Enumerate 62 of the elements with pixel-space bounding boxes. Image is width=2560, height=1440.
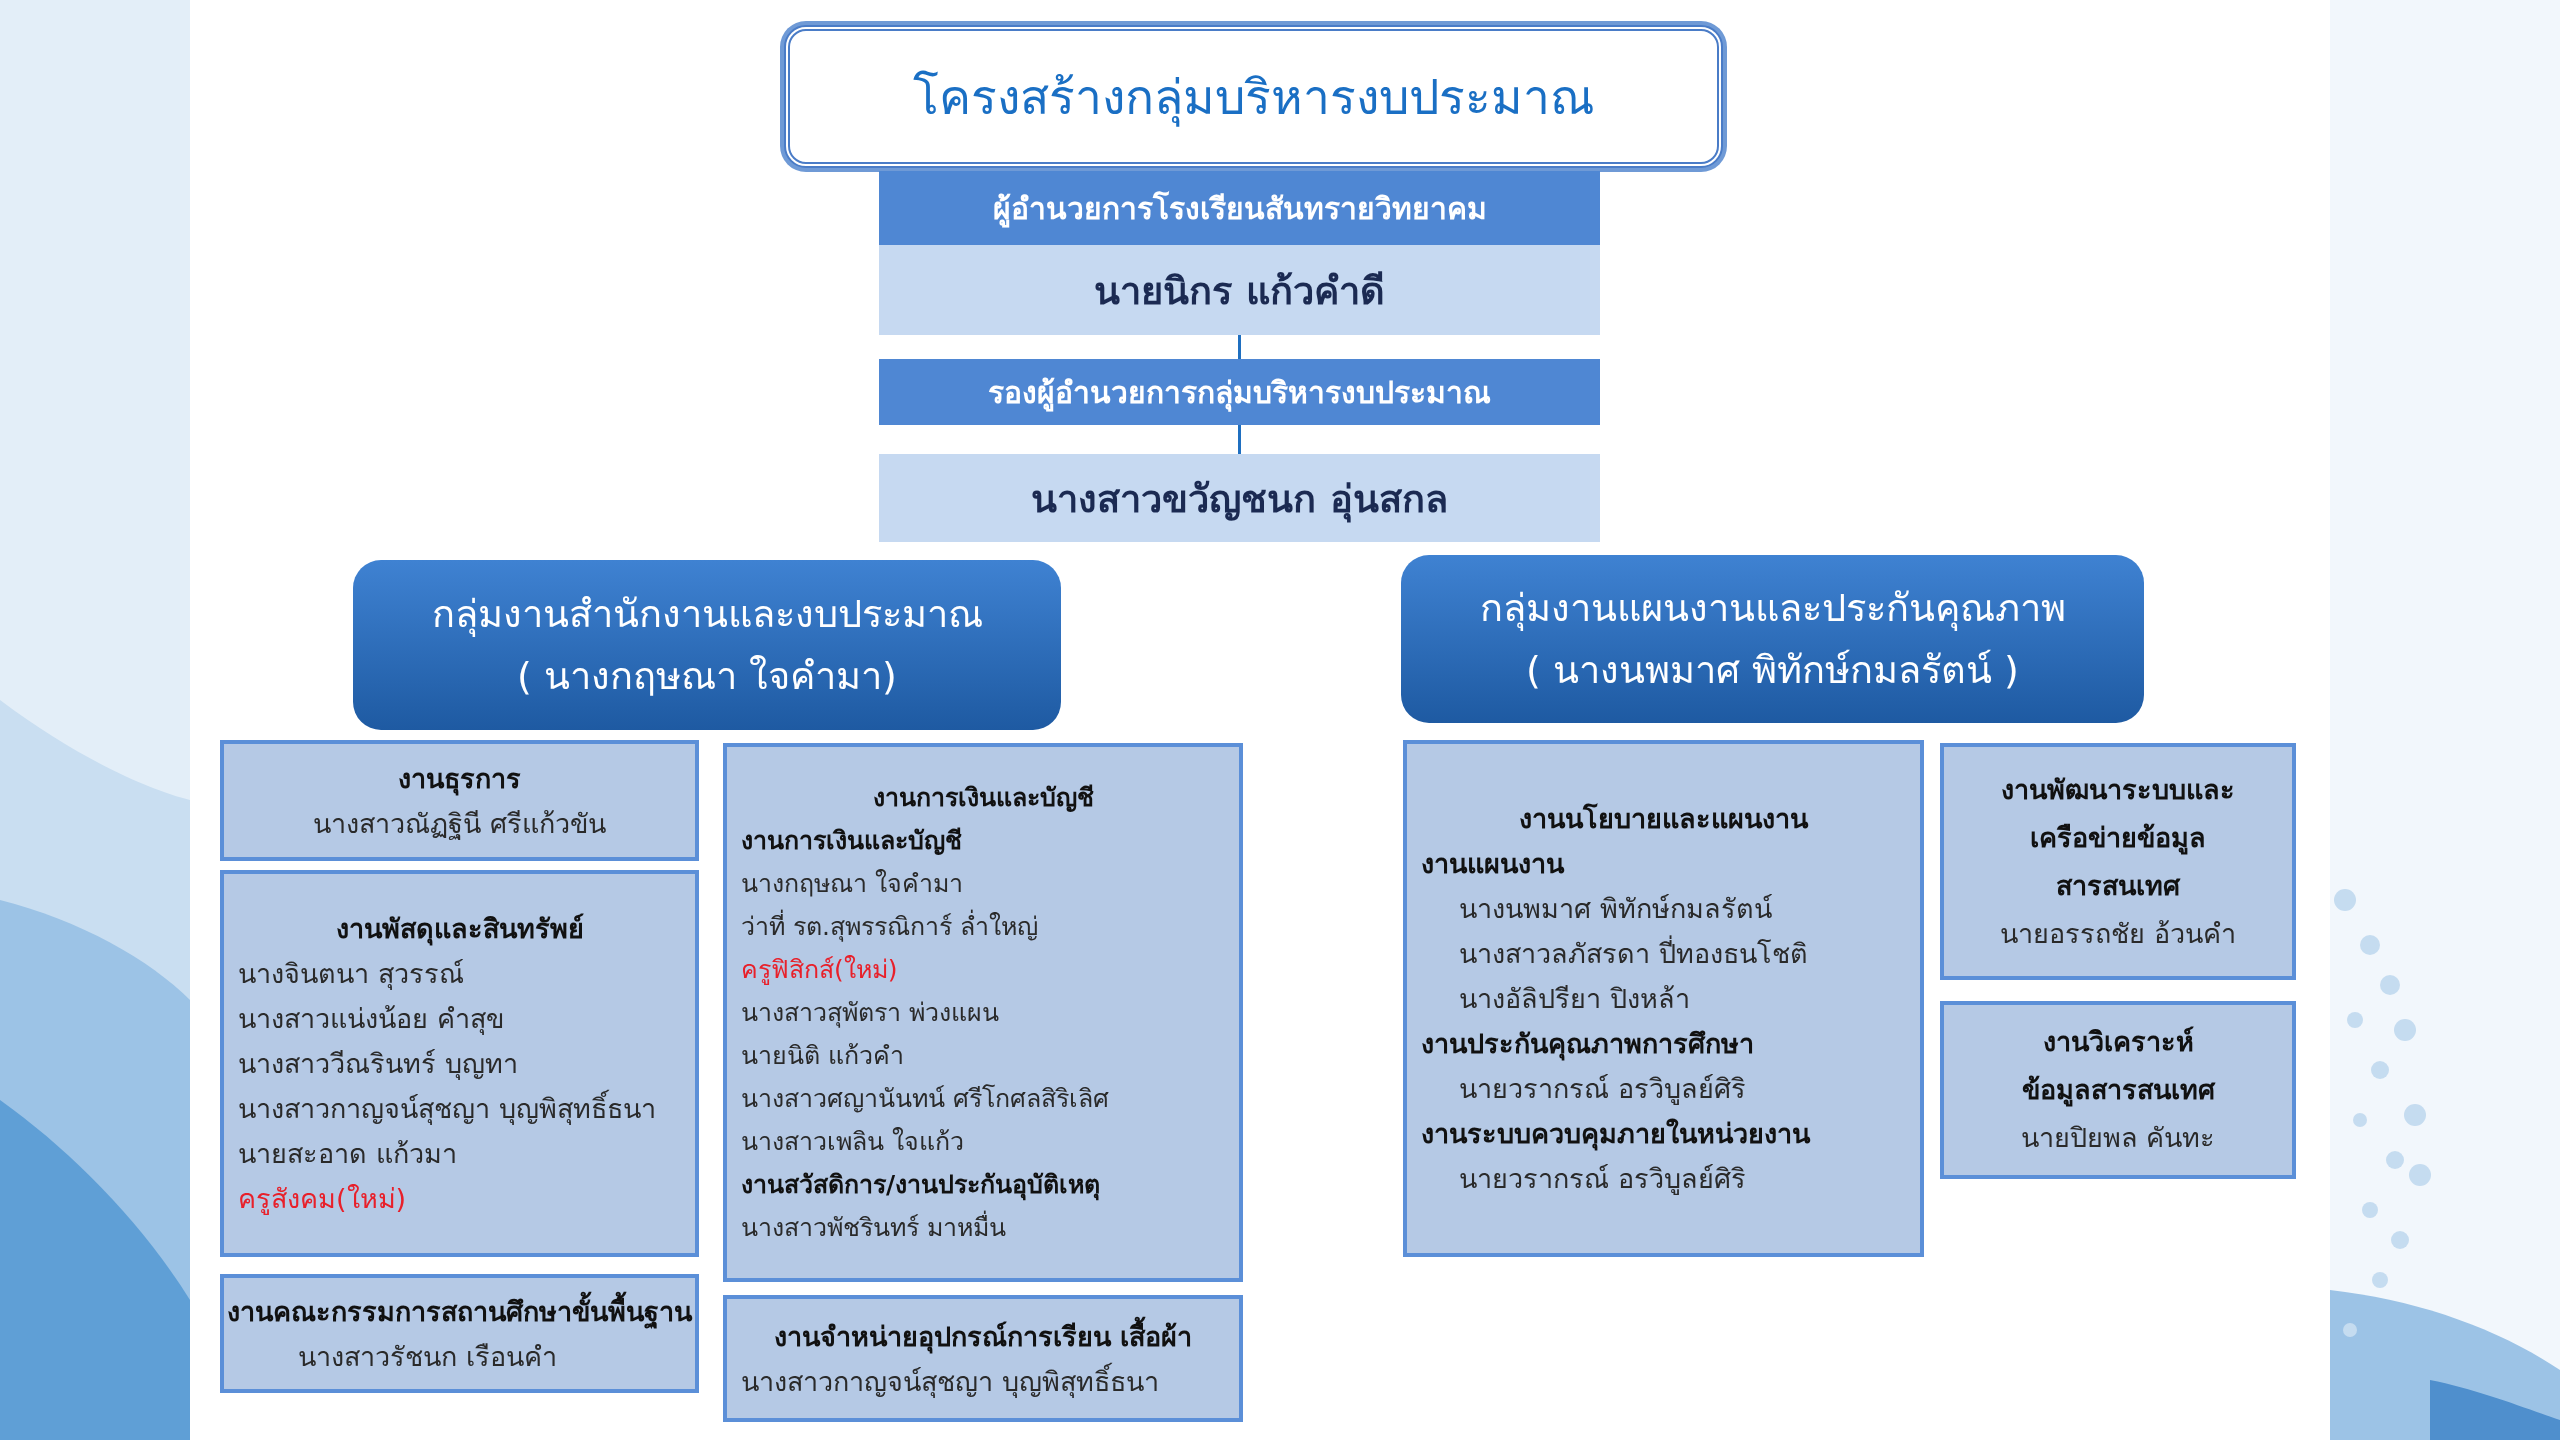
unit-box <box>220 870 699 1257</box>
diagram-title: โครงสร้างกลุ่มบริหารงบประมาณ <box>912 67 1595 129</box>
staff-name: นายวรากรณ์ อรวิบูลย์ศิริ <box>1458 1162 1747 1197</box>
unit-heading: งานการเงินและบัญชี <box>872 782 1094 814</box>
group-header <box>1401 555 2144 723</box>
position-title-bar <box>879 359 1600 425</box>
unit-box <box>1940 743 2296 980</box>
unit-heading: งานประกันคุณภาพการศึกษา <box>1421 1027 1755 1063</box>
staff-name: นางสาวเพลิน ใจแก้ว <box>741 1126 965 1158</box>
unit-heading: งานคณะกรรมการสถานศึกษาขั้นพื้นฐาน <box>227 1288 692 1334</box>
position-title: ผู้อำนวยการโรงเรียนสันทรายวิทยาคม <box>992 189 1487 230</box>
person-name: นายนิกร แก้วคำดี <box>1094 267 1385 315</box>
unit-heading: งานนโยบายและแผนงาน <box>1519 802 1808 836</box>
unit-box <box>723 743 1243 1282</box>
unit-box <box>220 740 699 861</box>
unit-heading: งานวิเคราะห์ข้อมูลสารสนเทศ <box>2020 1025 2217 1109</box>
staff-name: นางสาวกาญจน์สุชญา บุญพิสุทธิ์ธนา <box>741 1358 1225 1404</box>
staff-name: นางสาวศญานันทน์ ศรีโกศลสิริเลิศ <box>741 1083 1110 1115</box>
staff-name: นางสาวพัชรินทร์ มาหมื่น <box>741 1206 1225 1249</box>
unit-heading: งานจำหน่ายอุปกรณ์การเรียน เสื้อผ้า <box>773 1313 1193 1359</box>
staff-name: นางสาววีณรินทร์ บุญทา <box>238 1047 519 1082</box>
staff-name: นายปิยพล คันทะ <box>2020 1121 2216 1155</box>
connector-line <box>1238 335 1241 359</box>
name-box <box>879 454 1600 542</box>
group-heading: ( นางกฤษณา ใจคำมา) <box>517 653 897 700</box>
unit-box <box>1403 740 1924 1257</box>
connector-line <box>1238 425 1241 454</box>
staff-name: นายวรากรณ์ อรวิบูลย์ศิริ <box>1458 1072 1747 1107</box>
person-name: นางสาวขวัญชนก อุ่นสกล <box>1031 475 1448 525</box>
position-title: รองผู้อำนวยการกลุ่มบริหารงบประมาณ <box>988 373 1491 414</box>
unit-box <box>1940 1001 2296 1179</box>
position-title-bar <box>879 171 1600 245</box>
unit-heading: งานสวัสดิการ/งานประกันอุบัติเหตุ <box>741 1169 1102 1203</box>
unit-box <box>220 1274 699 1393</box>
staff-name: นางสาวลภัสรดา ปี่ทองธนโชติ <box>1421 931 1906 976</box>
unit-heading: งานพัสดุและสินทรัพย์ <box>335 912 584 948</box>
staff-name: นางนพมาศ พิทักษ์กมลรัตน์ <box>1458 892 1773 926</box>
staff-name: นางกฤษณา ใจคำมา <box>741 868 964 900</box>
staff-name: นางสาวณัฏฐินี ศรีแก้วขัน <box>313 806 606 842</box>
group-header <box>353 560 1061 730</box>
unit-heading: งานธุรการ <box>398 761 521 798</box>
staff-name: นางอัลิปรียา ปิงหล้า <box>1458 982 1691 1016</box>
staff-name: นางสาวแน่งน้อย คำสุข <box>238 1002 505 1037</box>
group-heading: กลุ่มงานแผนงานและประกันคุณภาพ <box>1479 585 2066 633</box>
name-box <box>879 245 1600 335</box>
vacancy-note: ครูฟิสิกส์(ใหม่) <box>741 954 899 987</box>
staff-name: ว่าที่ รต.สุพรรณิการ์ ล่ำใหญ่ <box>741 905 1225 948</box>
unit-heading: งานการเงินและบัญชี <box>741 825 963 857</box>
staff-name: นางสาวกาญจน์สุชญา บุญพิสุทธิ์ธนา <box>238 1086 681 1131</box>
staff-name: นายอรรถชัย อ้วนคำ <box>2000 916 2236 951</box>
staff-name: นางจินตนา สุวรรณ์ <box>238 957 465 992</box>
staff-name: นายนิติ แก้วคำ <box>741 1040 905 1072</box>
staff-name: นางสาวสุพัตรา พ่วงแผน <box>741 997 1000 1030</box>
unit-heading: งานระบบควบคุมภายในหน่วยงาน <box>1421 1117 1812 1153</box>
vacancy-note: ครูสังคม(ใหม่) <box>238 1182 408 1217</box>
staff-name: นายสะอาด แก้วมา <box>238 1137 458 1171</box>
group-heading: กลุ่มงานสำนักงานและงบประมาณ <box>431 591 983 639</box>
staff-name: นางสาวรัชนก เรือนคำ <box>297 1339 558 1374</box>
unit-heading: งานพัฒนาระบบและเครือข่ายข้อมูลสารสนเทศ <box>2000 772 2236 903</box>
unit-heading: งานแผนงาน <box>1421 847 1566 881</box>
unit-box <box>723 1295 1243 1422</box>
group-heading: ( นางนพมาศ พิทักษ์กมลรัตน์ ) <box>1526 647 2019 694</box>
